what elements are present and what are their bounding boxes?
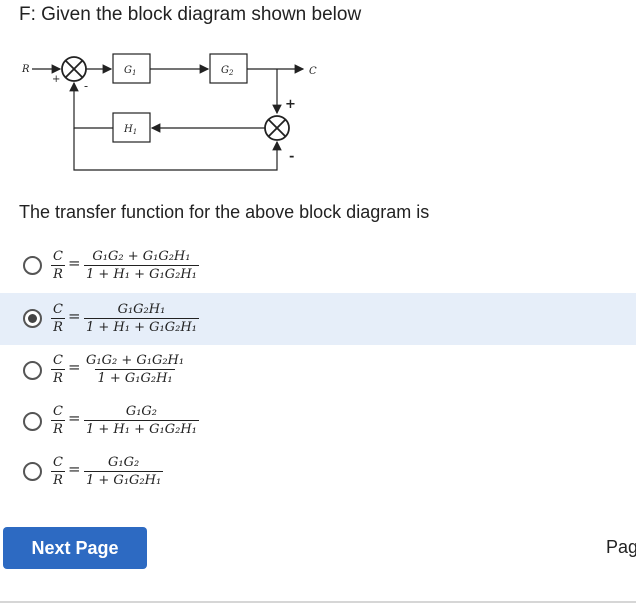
denominator: 1 + H₁ + G₁G₂H₁ <box>84 318 199 335</box>
sum2-minus-sign: - <box>289 149 294 164</box>
answer-option-5[interactable]: C R = G₁G₂ 1 + G₁G₂H₁ <box>0 450 636 502</box>
rhs-fraction: G₁G₂ + G₁G₂H₁ 1 + H₁ + G₁G₂H₁ <box>84 248 199 283</box>
input-label: R <box>21 64 30 75</box>
lhs-fraction: C R <box>51 455 65 488</box>
radio-dot <box>28 314 37 323</box>
question-title: F: Given the block diagram shown below <box>19 4 362 25</box>
answer-option-2[interactable]: C R = G₁G₂H₁ 1 + H₁ + G₁G₂H₁ <box>0 293 636 345</box>
equals-sign: = <box>68 460 81 478</box>
block-g1 <box>112 53 151 84</box>
answer-option-4[interactable]: C R = G₁G₂ 1 + H₁ + G₁G₂H₁ <box>0 397 636 449</box>
page-indicator: Pag <box>606 537 636 557</box>
radio-button-selected[interactable] <box>23 309 42 328</box>
numerator: G₁G₂ <box>125 404 158 419</box>
radio-button[interactable] <box>23 462 42 481</box>
denominator: 1 + G₁G₂H₁ <box>84 471 164 488</box>
rhs-fraction: G₁G₂ 1 + H₁ + G₁G₂H₁ <box>84 403 199 438</box>
summing-junction-2 <box>264 115 290 141</box>
radio-button[interactable] <box>23 412 42 431</box>
denominator: 1 + H₁ + G₁G₂H₁ <box>84 420 199 437</box>
numerator: G₁G₂ + G₁G₂H₁ <box>92 249 191 264</box>
denominator: 1 + H₁ + G₁G₂H₁ <box>84 265 199 282</box>
block-diagram: R + - G1 G2 C + - H1 <box>21 53 317 171</box>
equals-sign: = <box>68 409 81 427</box>
rhs-fraction: G₁G₂H₁ 1 + H₁ + G₁G₂H₁ <box>84 301 199 336</box>
denominator: 1 + G₁G₂H₁ <box>95 369 175 386</box>
equals-sign: = <box>68 307 81 325</box>
footer-divider <box>0 601 636 603</box>
radio-button[interactable] <box>23 256 42 275</box>
next-page-button[interactable]: Next Page <box>3 527 147 569</box>
numerator: G₁G₂ + G₁G₂H₁ <box>86 353 185 368</box>
lhs-fraction: C R <box>51 249 65 282</box>
numerator: G₁G₂H₁ <box>117 302 166 317</box>
lhs-fraction: C R <box>51 404 65 437</box>
question-prompt: The transfer function for the above bloc… <box>19 202 430 222</box>
lhs-fraction: C R <box>51 353 65 386</box>
answer-option-3[interactable]: C R = G₁G₂ + G₁G₂H₁ 1 + G₁G₂H₁ <box>0 344 636 396</box>
sum2-plus-sign: + <box>285 97 296 112</box>
sum1-plus-sign: + <box>52 74 60 85</box>
lhs-fraction: C R <box>51 302 65 335</box>
rhs-fraction: G₁G₂ + G₁G₂H₁ 1 + G₁G₂H₁ <box>84 352 186 387</box>
summing-junction-1 <box>61 56 87 82</box>
output-label: C <box>309 66 317 77</box>
block-g2 <box>209 53 248 84</box>
numerator: G₁G₂ <box>107 455 140 470</box>
equals-sign: = <box>68 358 81 376</box>
equals-sign: = <box>68 254 81 272</box>
rhs-fraction: G₁G₂ 1 + G₁G₂H₁ <box>84 454 164 489</box>
sum1-minus-sign: - <box>84 79 88 93</box>
answer-option-1[interactable]: C R = G₁G₂ + G₁G₂H₁ 1 + H₁ + G₁G₂H₁ <box>0 240 636 292</box>
radio-button[interactable] <box>23 361 42 380</box>
